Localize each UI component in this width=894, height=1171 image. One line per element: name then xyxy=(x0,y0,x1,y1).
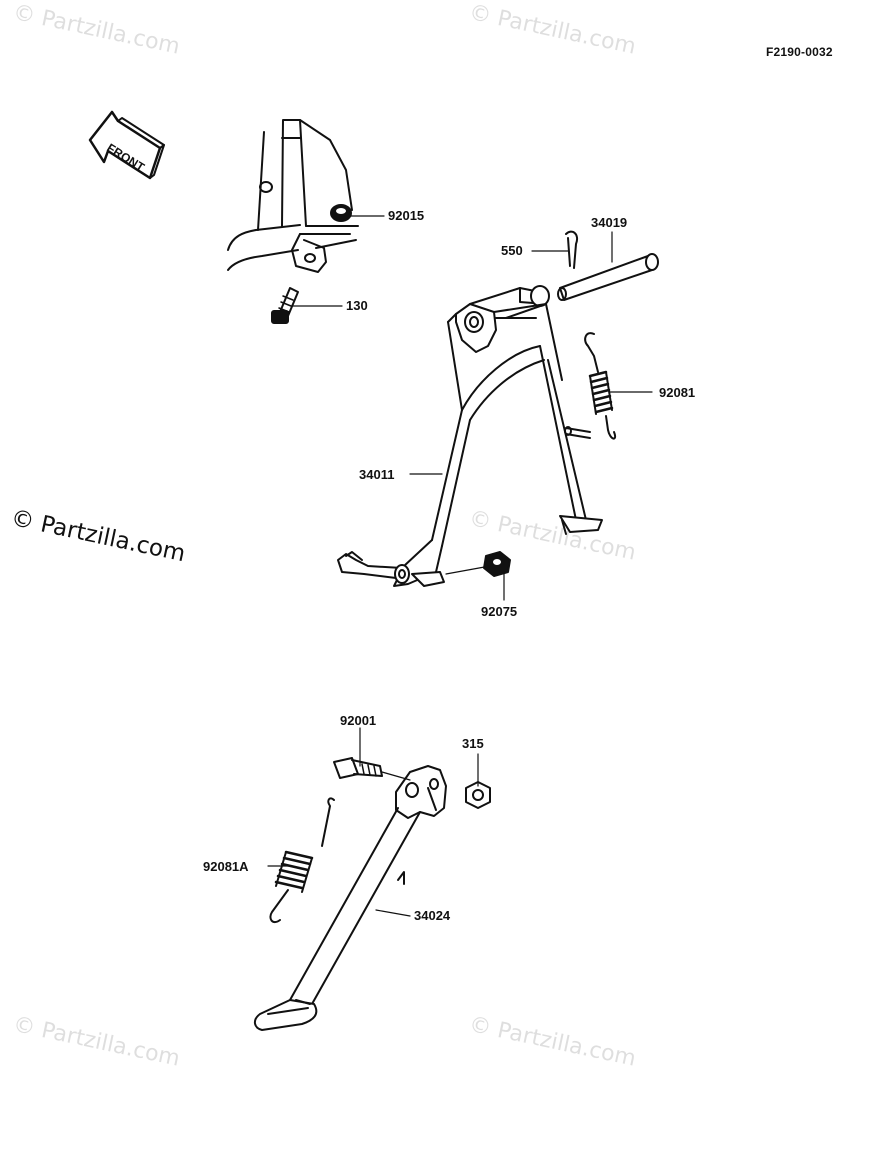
part-92081a-spring xyxy=(269,797,335,924)
part-315-nut xyxy=(465,781,491,809)
part-130-bolt xyxy=(271,287,299,324)
part-550-cotter-pin xyxy=(565,230,578,269)
callout-315[interactable]: 315 xyxy=(462,736,484,751)
front-arrow-icon: FRONT xyxy=(88,110,165,180)
part-92015-nut xyxy=(330,204,352,222)
part-92075-nut xyxy=(483,551,511,577)
callout-550[interactable]: 550 xyxy=(501,243,523,258)
leader-lines xyxy=(267,215,653,917)
part-34011-main-stand xyxy=(337,285,603,587)
callout-92001[interactable]: 92001 xyxy=(340,713,377,728)
part-34024-side-stand xyxy=(254,765,447,1031)
callout-92075[interactable]: 92075 xyxy=(481,604,518,619)
diagram-id: F2190-0032 xyxy=(766,45,833,59)
callout-130[interactable]: 130 xyxy=(346,298,368,313)
callout-34011[interactable]: 34011 xyxy=(359,467,395,482)
part-92001-bolt xyxy=(333,757,383,779)
callout-92081[interactable]: 92081 xyxy=(659,385,696,400)
callout-92081a[interactable]: 92081A xyxy=(203,859,249,874)
callout-34019[interactable]: 34019 xyxy=(591,215,628,230)
callout-34024[interactable]: 34024 xyxy=(414,908,451,923)
frame-section xyxy=(227,119,359,273)
part-34019-pin xyxy=(557,253,659,301)
part-92081-spring xyxy=(584,332,617,440)
callout-92015[interactable]: 92015 xyxy=(388,208,425,223)
